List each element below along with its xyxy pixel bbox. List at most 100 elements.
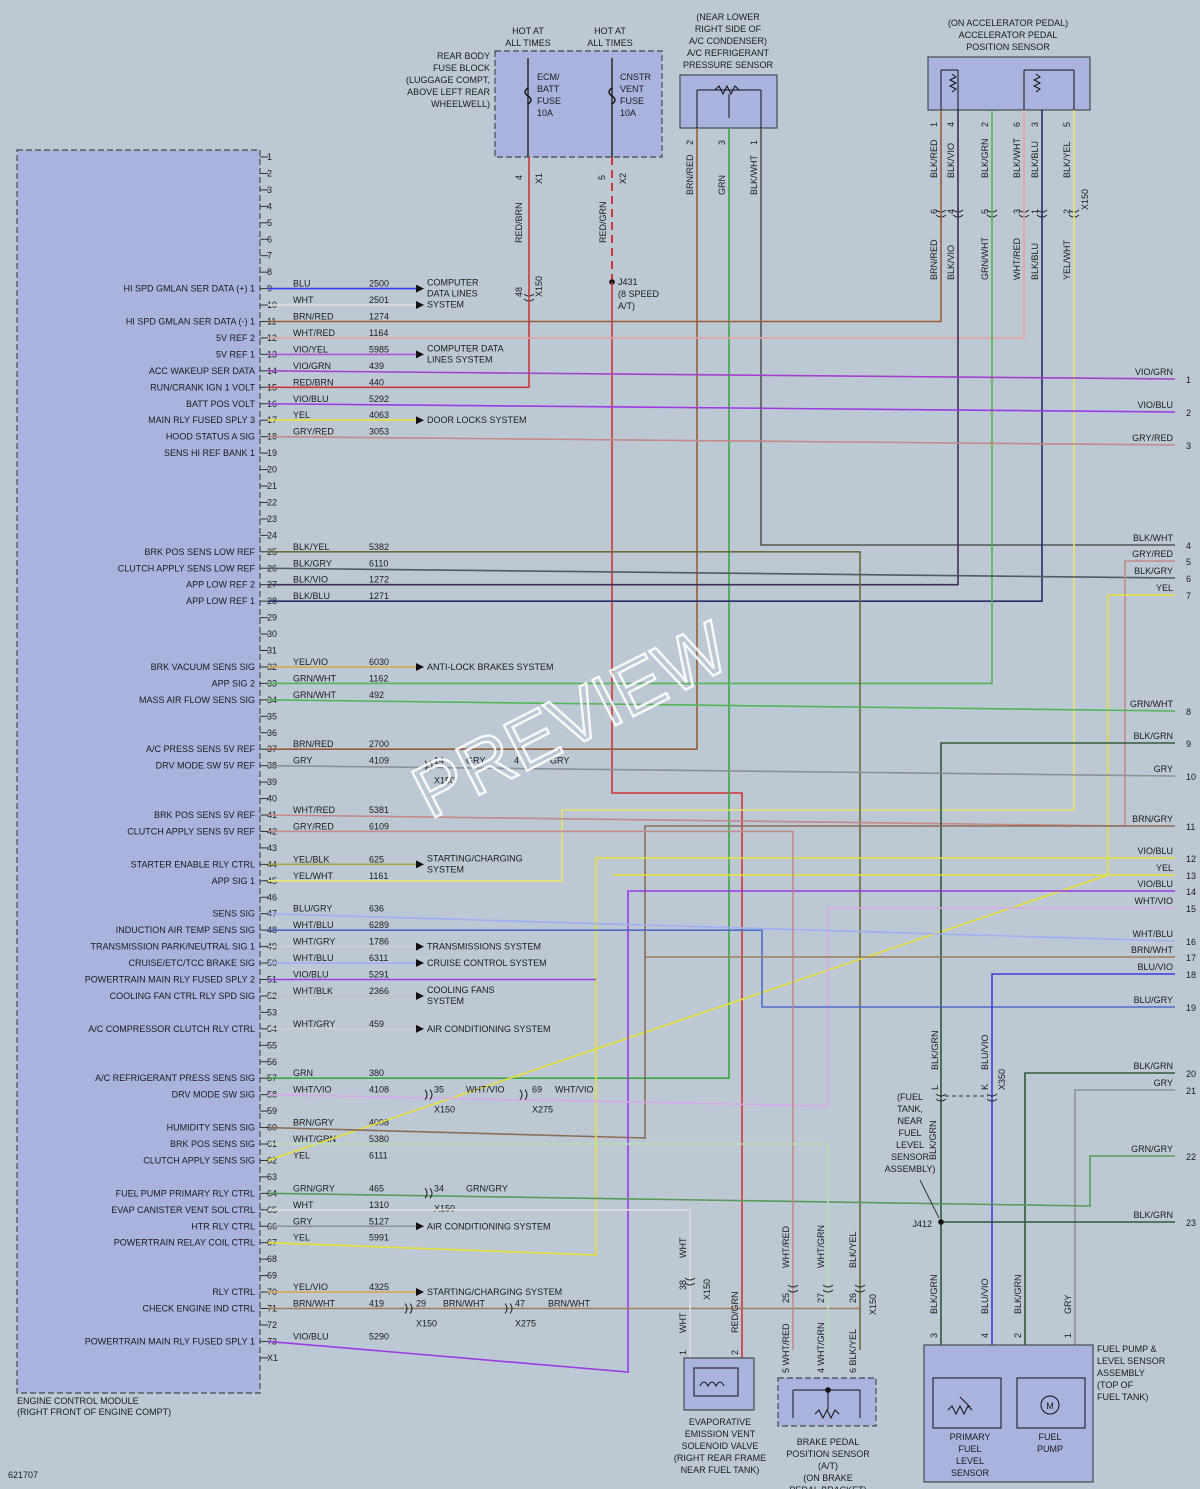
wire-app-low1 (268, 110, 1043, 602)
circuit-number: 5127 (369, 1216, 389, 1226)
hot-at-label: HOT AT (512, 26, 544, 36)
wire-color: BLK/WHT (749, 154, 759, 195)
connector-icon (854, 1284, 866, 1293)
sensor-icon (696, 84, 762, 128)
fuse-label: 10A (537, 108, 553, 118)
arrow-icon (416, 942, 424, 951)
wire-color: BLU/VIO (1137, 962, 1173, 972)
system-ref: COOLING FANS (427, 985, 495, 995)
solenoid-icon (693, 1367, 739, 1397)
pin-number: 3 (1030, 122, 1040, 127)
circuit-number: 625 (369, 854, 384, 864)
wire-color: BLK/VIO (946, 245, 956, 280)
motor-icon (1040, 1395, 1060, 1415)
pin-label: BRK POS SENS LOW REF (144, 547, 255, 557)
wire-color: 4 WHT/GRN (816, 1323, 826, 1374)
circuit-number: 1786 (369, 937, 389, 947)
evap-label: SOLENOID VALVE (682, 1441, 759, 1451)
fuse-block-label: FUSE BLOCK (433, 63, 490, 73)
fuel-note: SENSOR (891, 1152, 930, 1162)
circuit-number: 6289 (369, 920, 389, 930)
fuel-assembly-label: ASSEMBLY (1097, 1368, 1145, 1378)
pin-number: 68 (267, 1254, 277, 1264)
wire-out-8 (267, 699, 1176, 712)
system-ref: TRANSMISSIONS SYSTEM (427, 942, 541, 952)
hot-at-label: HOT AT (594, 26, 626, 36)
app-sensor-label: (ON ACCELERATOR PEDAL) (948, 18, 1068, 28)
wire-color: GRY (466, 756, 485, 766)
continuation-number: 14 (1186, 887, 1196, 897)
continuation-number: 12 (1186, 854, 1196, 864)
brake-sensor-label: BRAKE PEDAL (797, 1437, 860, 1447)
connector-cavity: 29 (416, 1299, 426, 1309)
fuel-level-sensor-icon (932, 1377, 1002, 1429)
wire-color: YEL/WHT (293, 871, 334, 881)
pin-label: POWERTRAIN MAIN RLY FUSED SPLY 2 (85, 975, 255, 985)
wire-color: VIO/BLU (1137, 400, 1173, 410)
evap-label: EVAPORATIVE (689, 1417, 751, 1427)
app-sensor-box (927, 56, 1091, 111)
wire-color: GRN/WHT (1130, 699, 1173, 709)
circuit-number: 5382 (369, 542, 389, 552)
wire-color: BLK/YEL (293, 542, 330, 552)
continuation-number: 4 (1186, 541, 1191, 551)
wire-color: BRN/GRY (293, 1118, 334, 1128)
arrow-icon (416, 1288, 424, 1297)
wire-color: BLK/GRN (1133, 1061, 1173, 1071)
system-ref: ANTI-LOCK BRAKES SYSTEM (427, 662, 554, 672)
pin-number: 53 (267, 1007, 277, 1017)
wire-color: BLK/GRN (930, 1030, 940, 1070)
wire-brk-low (268, 551, 861, 1350)
pin-number: X1 (267, 1353, 278, 1363)
system-ref: CRUISE CONTROL SYSTEM (427, 958, 547, 968)
wire-color: BLK/GRN (1133, 1210, 1173, 1220)
pin-number: 3 (929, 1333, 939, 1338)
system-ref: STARTING/CHARGING (427, 853, 523, 863)
arrow-icon (416, 662, 424, 671)
pin-number: 3 (717, 140, 727, 145)
continuation-number: 6 (1186, 574, 1191, 584)
connector-id: X150 (434, 1105, 455, 1115)
system-ref: COMPUTER DATA (427, 343, 504, 353)
pin-label: POWERTRAIN MAIN RLY FUSED SPLY 1 (85, 1336, 255, 1346)
pin-number: 1 (929, 122, 939, 127)
pin-number: 6 (1012, 122, 1022, 127)
fuse-label: BATT (537, 84, 560, 94)
pin-number: 55 (267, 1040, 277, 1050)
pin-number: 63 (267, 1172, 277, 1182)
wire-color: BLK/GRN (1013, 1274, 1023, 1314)
wire-out-5 (267, 560, 1175, 827)
circuit-number: 6311 (369, 953, 388, 963)
connector-icon (822, 1284, 834, 1293)
wire-color: RED/GRN (598, 201, 608, 243)
wire-color: 5 WHT/RED (781, 1323, 791, 1373)
circuit-number: 6030 (369, 657, 389, 667)
arrow-icon (416, 301, 424, 310)
wire-out-18 (991, 973, 1175, 1350)
wire-color: GRN/GRY (466, 1183, 508, 1193)
pin-number: 4 (946, 209, 956, 214)
wire-color: WHT/BLK (293, 986, 333, 996)
connector-icon (986, 1093, 998, 1102)
connector-cavity: 4 (514, 756, 519, 766)
wire-out-1 (267, 370, 1176, 380)
pin-label: A/C PRESS SENS 5V REF (146, 744, 256, 754)
system-ref: SYSTEM (427, 300, 464, 310)
wire-color: WHT/VIO (1135, 896, 1174, 906)
connector-id: X350 (997, 1069, 1007, 1090)
wire-color: VIO/BLU (293, 394, 329, 404)
wire-color: 6 BLK/YEL (848, 1329, 858, 1373)
circuit-number: 5380 (369, 1134, 389, 1144)
pin-label: HI SPD GMLAN SER DATA (+) 1 (124, 284, 255, 294)
continuation-number: 19 (1186, 1003, 1196, 1013)
pin-number: 1 (678, 1350, 688, 1355)
wire-color: VIO/GRN (1135, 367, 1173, 377)
connector-id: X1 (534, 173, 544, 184)
wire-color: GRN (717, 175, 727, 195)
wire-color: YEL (293, 1233, 310, 1243)
wire-color: BLK/WHT (1133, 533, 1174, 543)
pin-label: SENS HI REF BANK 1 (164, 448, 255, 458)
pin-number: 23 (267, 514, 277, 524)
fuse-label: FUSE (620, 96, 644, 106)
continuation-number: 8 (1186, 707, 1191, 717)
